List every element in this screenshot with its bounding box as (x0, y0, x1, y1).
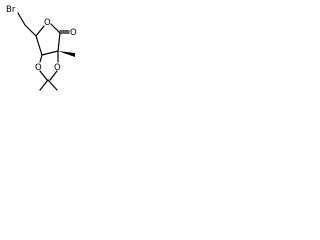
atom-dioxolane-o-left-label: O (35, 63, 42, 73)
bond-cq-methyl-left (39, 79, 49, 91)
bond-cq-methyl-right (47, 79, 58, 91)
atom-dioxolane-o-right-label: O (54, 63, 61, 73)
atom-ring-o-label: O (44, 18, 51, 28)
methyl-wedge (58, 51, 75, 57)
bond-c3-o-left (39, 54, 43, 63)
bond-c3-c4 (35, 35, 43, 56)
bond-o-right-cq (49, 70, 58, 81)
bond-c2-c3 (41, 50, 59, 56)
bond-br-ch2 (17, 12, 26, 26)
bond-o-left-cq (39, 70, 48, 81)
bond-c4-ringO (35, 25, 45, 37)
bond-c1-c2 (57, 32, 61, 52)
chemical-structure: Br O O O O (6, 5, 77, 91)
atom-carbonyl-o-label: O (70, 28, 77, 38)
atom-br-label: Br (6, 5, 16, 15)
bond-ringO-c1 (50, 23, 61, 34)
bond-ch2-c4 (24, 24, 37, 37)
